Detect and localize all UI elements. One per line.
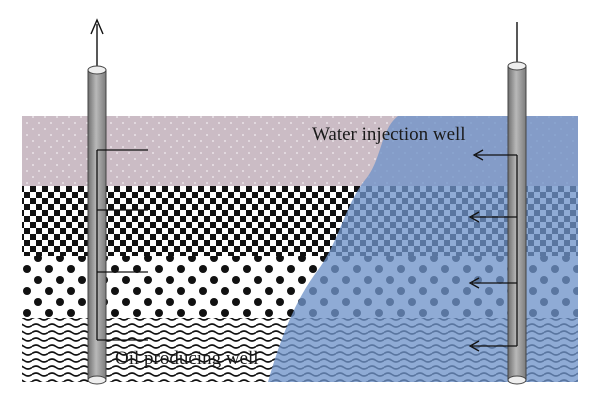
producing-pipe-top bbox=[87, 65, 107, 75]
producing-well bbox=[87, 18, 148, 385]
arrow-up-icon bbox=[90, 18, 104, 35]
injection-well bbox=[468, 22, 527, 385]
arrow-left-icon bbox=[468, 277, 480, 289]
producing-pipe-bottom bbox=[87, 375, 107, 385]
arrow-left-icon bbox=[472, 149, 484, 161]
injection-pipe-top bbox=[507, 61, 527, 71]
water-front bbox=[268, 116, 578, 382]
injection-pipe-bottom bbox=[507, 375, 527, 385]
injection-well-label: Water injection well bbox=[312, 124, 466, 145]
arrow-left-icon bbox=[468, 211, 480, 223]
arrow-left-icon bbox=[468, 340, 480, 352]
producing-well-label: Oil producing well bbox=[115, 348, 259, 369]
